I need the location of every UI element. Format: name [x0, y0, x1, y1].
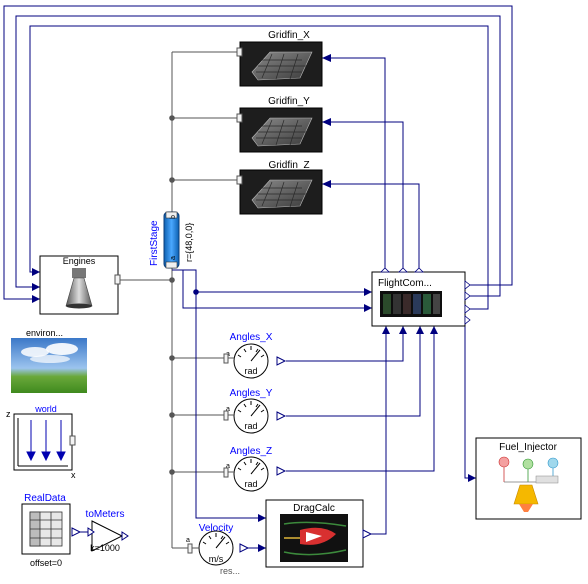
gauge-needle: [250, 404, 261, 417]
table-icon: [29, 511, 63, 547]
cloud-icon: [21, 347, 49, 357]
angles-z-label: Angles_Z: [230, 446, 272, 457]
cloud-icon: [46, 343, 78, 355]
gauge-ticks: [237, 346, 265, 358]
angles-x-output-port[interactable]: [276, 356, 287, 366]
real-data-block[interactable]: RealData offset=0: [21, 493, 82, 568]
world-frame-port[interactable]: [69, 435, 76, 446]
gridfin-y-label: Gridfin_Y: [268, 96, 310, 107]
gridfin-x-block[interactable]: Gridfin_X: [236, 30, 323, 87]
angles-y-port-label: a: [226, 406, 230, 413]
angles-y-frame-port[interactable]: [223, 410, 229, 421]
arrowheads: [32, 54, 476, 552]
world-axis-z-label: z: [6, 409, 11, 419]
gridfin-z-label: Gridfin_Z: [268, 160, 309, 171]
gridfin-icon: [251, 51, 313, 81]
world-label: world: [34, 404, 57, 414]
gridfin-y-block[interactable]: Gridfin_Y: [236, 96, 323, 153]
engines-block[interactable]: Engines: [39, 255, 121, 315]
flight-computer-label: FlightCom...: [378, 278, 432, 289]
drag-calc-block[interactable]: DragCalc: [265, 499, 373, 568]
first-stage-port-b-label: b: [170, 215, 177, 219]
cloud-icon: [30, 355, 70, 363]
fuel-system-schematic-icon: [498, 456, 559, 512]
flight-computer-block[interactable]: FlightCom...: [371, 267, 471, 327]
first-stage-port-a-label: a: [170, 256, 177, 260]
fuel-injector-label: Fuel_Injector: [499, 442, 557, 453]
first-stage-param: r={48,0,0}: [184, 223, 194, 262]
gauge-ticks: [202, 533, 230, 545]
to-meters-param: k=1000: [90, 543, 120, 553]
engines-frame-port[interactable]: [114, 274, 121, 285]
gridfin-y-frame-port[interactable]: [236, 113, 243, 123]
angles-z-output-port[interactable]: [276, 466, 287, 476]
mechanical-connections: [119, 51, 240, 549]
gridfin-icon: [251, 179, 313, 209]
flight-computer-top-ports[interactable]: [380, 267, 424, 273]
first-stage-block[interactable]: FirstStage r={48,0,0} b a: [149, 211, 194, 269]
angles-z-sensor[interactable]: Angles_Z rad a: [223, 446, 287, 492]
real-data-output-port[interactable]: [71, 527, 82, 537]
velocity-frame-port[interactable]: [187, 543, 193, 554]
connections: [3, 5, 513, 552]
drag-calc-label: DragCalc: [293, 503, 335, 514]
gauge-needle: [215, 536, 226, 549]
gridfin-z-block[interactable]: Gridfin_Z: [236, 160, 323, 215]
gridfin-x-label: Gridfin_X: [268, 30, 310, 41]
to-meters-label: toMeters: [86, 509, 125, 520]
angles-z-frame-port[interactable]: [223, 467, 229, 478]
velocity-param: res...: [220, 566, 240, 576]
gridfin-x-frame-port[interactable]: [236, 47, 243, 57]
world-body: [13, 413, 73, 471]
angles-z-unit: rad: [244, 479, 257, 489]
drag-calc-output-port[interactable]: [362, 529, 373, 539]
gridfin-icon: [251, 117, 313, 147]
first-stage-label: FirstStage: [149, 220, 160, 266]
angles-x-unit: rad: [244, 366, 257, 376]
angles-y-sensor[interactable]: Angles_Y rad a: [223, 388, 287, 434]
gridfin-z-frame-port[interactable]: [236, 175, 243, 185]
velocity-port-label: a: [186, 537, 190, 544]
gain-triangle-icon: [91, 520, 124, 552]
angles-x-label: Angles_X: [230, 332, 273, 343]
angles-x-frame-port[interactable]: [223, 353, 229, 364]
environment-block[interactable]: environ...: [11, 328, 87, 393]
fuel-injector-block[interactable]: Fuel_Injector: [475, 437, 582, 520]
gauge-ticks: [237, 401, 265, 413]
to-meters-input-port[interactable]: [87, 527, 95, 537]
velocity-output-port[interactable]: [239, 543, 250, 553]
angles-y-output-port[interactable]: [276, 411, 287, 421]
environment-label: environ...: [26, 328, 63, 338]
to-meters-block[interactable]: toMeters k=1000: [86, 509, 129, 553]
flight-computer-output-ports[interactable]: [464, 280, 471, 325]
real-data-label: RealData: [24, 493, 66, 504]
computer-rack-icon: [380, 291, 442, 317]
world-block[interactable]: world z x: [6, 404, 76, 480]
first-stage-port-a[interactable]: [165, 261, 178, 269]
signal-connections: [3, 5, 513, 549]
first-stage-port-b[interactable]: [165, 211, 178, 219]
world-axis-x-label: x: [71, 470, 76, 480]
velocity-unit: m/s: [209, 554, 224, 564]
velocity-label: Velocity: [199, 523, 233, 534]
gauge-needle: [250, 462, 261, 475]
angles-x-sensor[interactable]: Angles_X rad a: [223, 332, 287, 379]
gauge-needle: [250, 349, 261, 362]
angles-y-label: Angles_Y: [230, 388, 273, 399]
angles-y-unit: rad: [244, 421, 257, 431]
velocity-sensor[interactable]: Velocity m/s a res...: [186, 523, 250, 576]
airflow-visualization-icon: [280, 514, 348, 562]
angles-z-port-label: a: [226, 463, 230, 470]
gauge-ticks: [237, 459, 265, 471]
real-data-param: offset=0: [30, 558, 62, 568]
rocket-engine-icon: [65, 268, 93, 309]
gravity-arrows: [26, 420, 66, 462]
to-meters-output-port[interactable]: [121, 531, 129, 541]
engines-label: Engines: [63, 256, 96, 266]
